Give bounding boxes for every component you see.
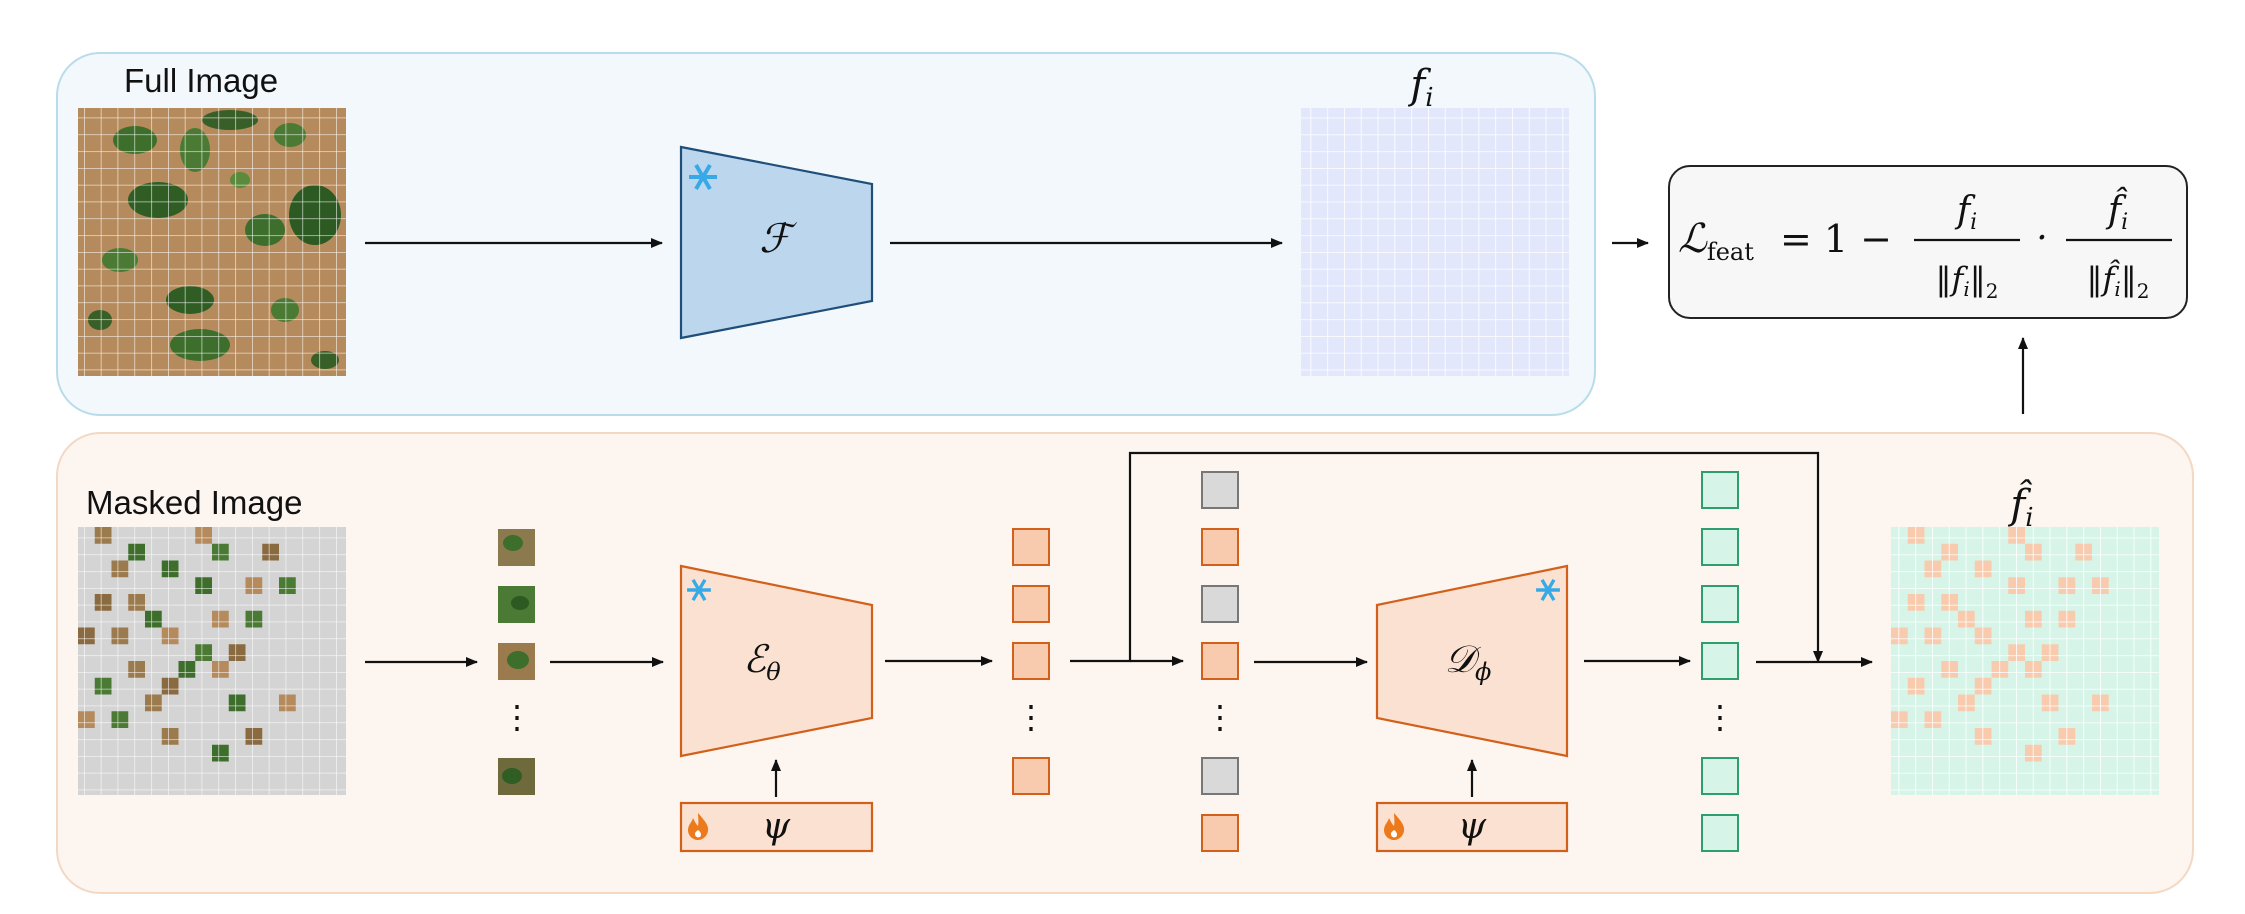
encoder-label: ℰθ [743, 637, 781, 686]
loss-equals: = 1 − [1780, 217, 1892, 261]
f-hat-label: f̂i [2007, 480, 2033, 533]
visible-patch-column: ⋮ [498, 529, 535, 795]
patch-ellipsis: ⋮ [501, 699, 533, 735]
encoder-psi-label: ψ [762, 806, 791, 847]
loss-num1: fi [1954, 190, 1977, 235]
padded-ellipsis: ⋮ [1204, 699, 1236, 735]
masked-image-title: Masked Image [86, 484, 303, 521]
full-image-photo [78, 108, 346, 376]
f-i-label: fi [1407, 62, 1433, 113]
loss-den1: ‖fi‖2 [1936, 260, 1999, 303]
loss-formula: ℒfeat = 1 − fi ‖fi‖2 · f̂i ‖f̂i‖2 [1678, 187, 2172, 303]
loss-lhs: ℒfeat [1678, 216, 1754, 266]
decoder-psi-box: ψ [1375, 801, 1569, 853]
masked-image-photo [78, 527, 346, 795]
frozen-feature-encoder: ℱ [679, 145, 874, 340]
encoded-token-column: ⋮ [1012, 528, 1050, 795]
decoded-token-column: ⋮ [1701, 471, 1739, 852]
target-feature-grid: fi [1301, 62, 1569, 376]
decoder-d-phi: 𝒟ϕ [1375, 564, 1569, 758]
decoder-psi-label: ψ [1458, 806, 1487, 847]
loss-den2: ‖f̂i‖2 [2087, 259, 2150, 303]
predicted-feature-grid: f̂i [1891, 480, 2159, 795]
loss-num2: f̂i [2105, 187, 2128, 235]
decoded-ellipsis: ⋮ [1704, 699, 1736, 735]
full-image-title: Full Image [124, 62, 279, 99]
skip-connection-arrow [1070, 451, 1823, 663]
loss-dot: · [2036, 218, 2047, 259]
encoder-psi-box: ψ [679, 801, 874, 853]
padded-token-column: ⋮ [1201, 471, 1239, 852]
loss-box [1668, 165, 2188, 319]
token-ellipsis: ⋮ [1015, 699, 1047, 735]
encoder-e-theta: ℰθ [679, 564, 874, 758]
